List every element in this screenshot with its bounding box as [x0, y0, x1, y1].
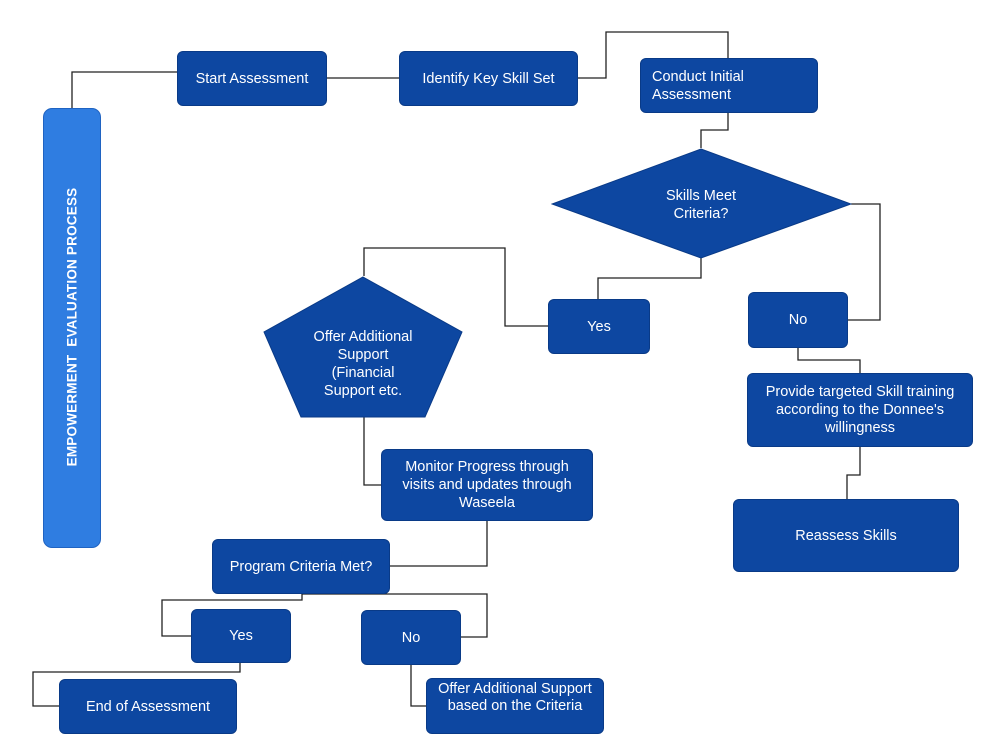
connector-identify-to-conduct — [578, 31, 729, 79]
connector-sidebar-to-start — [71, 71, 177, 108]
node-no-skills: No — [748, 292, 848, 348]
node-end-of-assessment: End of Assessment — [59, 679, 237, 734]
node-program-criteria-met: Program Criteria Met? — [212, 539, 390, 594]
node-conduct-initial-assessment: Conduct Initial Assessment — [640, 58, 818, 113]
side-title-bar — [43, 108, 101, 548]
decision-skills-meet-criteria-shape — [551, 148, 852, 259]
node-identify-key-skill-set: Identify Key Skill Set — [399, 51, 578, 106]
node-start-assessment: Start Assessment — [177, 51, 327, 106]
connector-yes-to-offer-support — [363, 247, 548, 327]
node-offer-support-based-on-criteria: Offer Additional Support based on the Cr… — [426, 678, 604, 734]
connector-criteria-to-no — [302, 593, 488, 638]
node-reassess-skills: Reassess Skills — [733, 499, 959, 572]
connector-no-to-training — [797, 348, 861, 373]
node-no-program: No — [361, 610, 461, 665]
node-provide-targeted-skill-training: Provide targeted Skill training accordin… — [747, 373, 973, 447]
connector-offer-support-to-monitor — [363, 417, 381, 486]
pentagon-offer-additional-support-shape — [263, 276, 463, 418]
connector-criteria-to-yes — [161, 594, 303, 637]
connector-yes-to-end — [32, 663, 241, 707]
connector-decision-to-no — [848, 203, 881, 321]
connector-no-to-offer-criteria — [410, 665, 426, 707]
connector-conduct-to-decision — [700, 113, 729, 148]
connector-training-to-reassess — [846, 447, 861, 499]
connector-decision-to-yes — [597, 258, 702, 299]
node-yes-program: Yes — [191, 609, 291, 663]
diagram-title: EMPOWERMENT EVALUATION PROCESS — [64, 187, 80, 467]
connector-monitor-to-program-criteria — [390, 521, 488, 567]
node-monitor-progress: Monitor Progress through visits and upda… — [381, 449, 593, 521]
decision-skills-meet-criteria-label: Skills Meet Criteria? — [665, 188, 737, 222]
pentagon-offer-additional-support-label: Offer Additional Support (Financial Supp… — [313, 329, 413, 399]
node-yes-skills: Yes — [548, 299, 650, 354]
